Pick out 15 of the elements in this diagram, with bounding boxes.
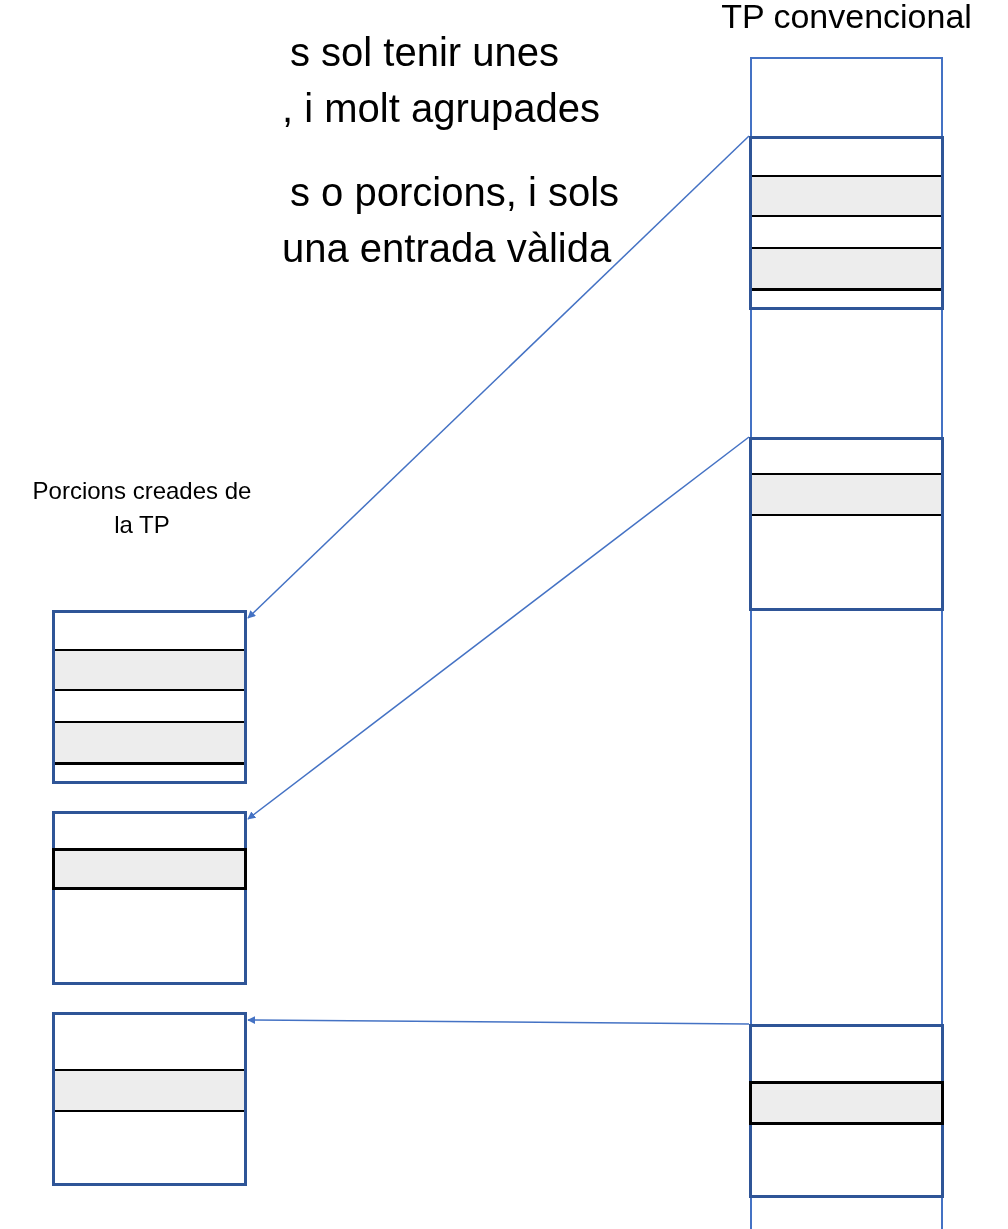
page-table-portion [52,1012,247,1186]
arrow [247,436,750,820]
page-table-portion [749,437,944,611]
bullet-text-fragment: una entrada vàlida [282,226,612,271]
page-table-portion [52,610,247,784]
group-caption: Porcions creades de la TP [31,476,253,540]
bullet-text-fragment: , i molt agrupades [282,86,600,131]
page-table-portion [749,136,944,310]
arrow [247,1016,750,1025]
bullet-text-fragment: s o porcions, i sols [290,170,620,215]
column-title: TP convencional [720,0,973,36]
page-table-portion [52,811,247,985]
arrow [247,135,750,619]
bullet-text-fragment: s sol tenir unes [290,30,560,75]
page-table-portion [749,1024,944,1198]
